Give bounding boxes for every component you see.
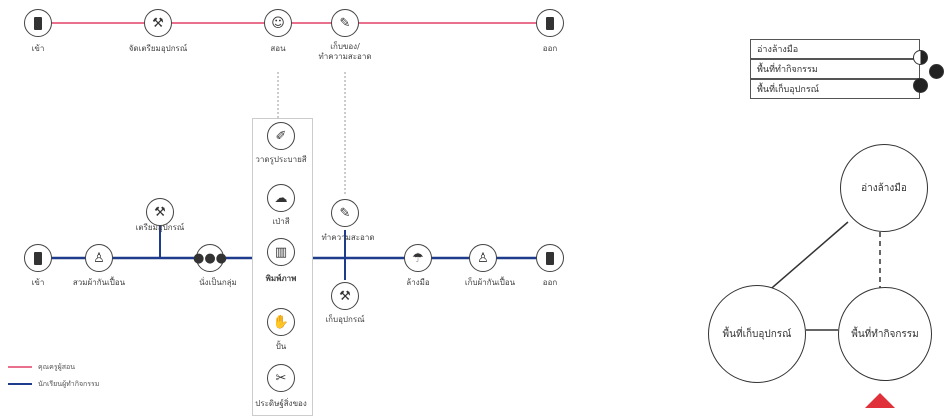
sculpt-icon: ✋ xyxy=(272,314,290,330)
entrance-marker xyxy=(865,393,895,408)
legend-teacher-label: คุณครูผู้สอน xyxy=(38,363,75,371)
top-node-teach: ☺ xyxy=(264,9,292,37)
apron-icon: ♙ xyxy=(93,250,105,266)
apron-icon: ♙ xyxy=(477,250,489,266)
legend-student-label: นักเรียนผู้ทำกิจกรรม xyxy=(38,380,100,388)
broom-icon: ✎ xyxy=(339,205,351,221)
tools-icon: ⚒ xyxy=(339,288,351,304)
print-icon: ▥ xyxy=(274,244,288,260)
key-row-activity: พื้นที่ทำกิจกรรม xyxy=(750,59,920,79)
top-node-prepare: ⚒ xyxy=(144,9,172,37)
activity-label-sculpt: ปั้น xyxy=(275,342,287,351)
key-activity-symbol-icon xyxy=(929,64,944,79)
group-icon: ●●● xyxy=(192,250,228,266)
bottom-label-enter: เข้า xyxy=(31,278,45,287)
bottom-node-apron-off: ♙ xyxy=(469,244,497,272)
top-node-clean: ✎ xyxy=(331,9,359,37)
craft-icon: ✂ xyxy=(275,370,287,386)
key-row-storage: พื้นที่เก็บอุปกรณ์ xyxy=(750,79,920,99)
top-label-exit: ออก xyxy=(542,44,558,53)
bottom-branch-storage: ⚒ xyxy=(331,282,359,310)
top-label-clean: เก็บของ/ ทำความสะอาด xyxy=(318,42,372,61)
legend-teacher-swatch xyxy=(8,366,32,368)
bottom-node-wash: ☂ xyxy=(404,244,432,272)
activity-node-blow: ☁ xyxy=(267,184,295,212)
bottom-label-wash: ล้างมือ xyxy=(406,278,430,287)
activity-node-craft: ✂ xyxy=(267,364,295,392)
tools-icon: ⚒ xyxy=(154,204,166,220)
tools-icon: ⚒ xyxy=(152,15,164,31)
activity-label-paint: วาดรูประบายสี xyxy=(255,155,307,164)
bottom-label-apron-on: สวมผ้ากันเปื้อน xyxy=(72,278,126,287)
activity-label-blow: เป่าสี xyxy=(272,217,290,226)
wash-hands-icon: ☂ xyxy=(412,250,424,266)
top-node-enter xyxy=(24,9,52,37)
activity-node-print: ▥ xyxy=(267,238,295,266)
circle-activity: พื้นที่ทำกิจกรรม xyxy=(838,287,932,381)
circle-sink: อ่างล้างมือ xyxy=(840,144,928,232)
bottom-branch-label-clean: ทำความสะอาด xyxy=(321,233,375,242)
activity-node-sculpt: ✋ xyxy=(267,308,295,336)
bottom-branch-clean: ✎ xyxy=(331,199,359,227)
top-label-teach: สอน xyxy=(270,44,286,53)
bottom-branch-prepare: ⚒ xyxy=(146,198,174,226)
bottom-label-apron-off: เก็บผ้ากันเปื้อน xyxy=(464,278,516,287)
legend-student: นักเรียนผู้ทำกิจกรรม xyxy=(8,379,99,390)
bottom-label-group: นั่งเป็นกลุ่ม xyxy=(199,278,237,287)
top-node-exit xyxy=(536,9,564,37)
bottom-node-exit xyxy=(536,244,564,272)
bottom-node-apron-on: ♙ xyxy=(85,244,113,272)
activity-node-paint: ✐ xyxy=(267,122,295,150)
blow-paint-icon: ☁ xyxy=(274,190,288,206)
activity-label-print: พิมพ์ภาพ xyxy=(265,274,297,283)
key-sink-symbol-icon xyxy=(913,50,928,65)
door-icon xyxy=(34,16,42,30)
bottom-branch-label-prepare: เตรียมอุปกรณ์ xyxy=(135,223,185,232)
legend-teacher: คุณครูผู้สอน xyxy=(8,362,75,373)
key-storage-symbol-icon xyxy=(913,78,928,93)
teacher-icon: ☺ xyxy=(271,15,285,31)
top-label-enter: เข้า xyxy=(31,44,45,53)
bottom-branch-label-storage: เก็บอุปกรณ์ xyxy=(325,315,365,324)
bottom-node-group: ●●● xyxy=(192,244,228,272)
bottom-node-enter xyxy=(24,244,52,272)
broom-icon: ✎ xyxy=(339,15,351,31)
paint-icon: ✐ xyxy=(275,128,287,144)
key-row-sink: อ่างล้างมือ xyxy=(750,39,920,59)
activity-label-craft: ประดิษฐ์สิ่งของ xyxy=(255,399,307,408)
legend-student-swatch xyxy=(8,383,32,385)
bottom-label-exit: ออก xyxy=(542,278,558,287)
door-icon xyxy=(34,251,42,265)
door-icon xyxy=(546,251,554,265)
door-icon xyxy=(546,16,554,30)
circle-storage: พื้นที่เก็บอุปกรณ์ xyxy=(708,285,806,383)
top-label-prepare: จัดเตรียมอุปกรณ์ xyxy=(128,44,188,53)
